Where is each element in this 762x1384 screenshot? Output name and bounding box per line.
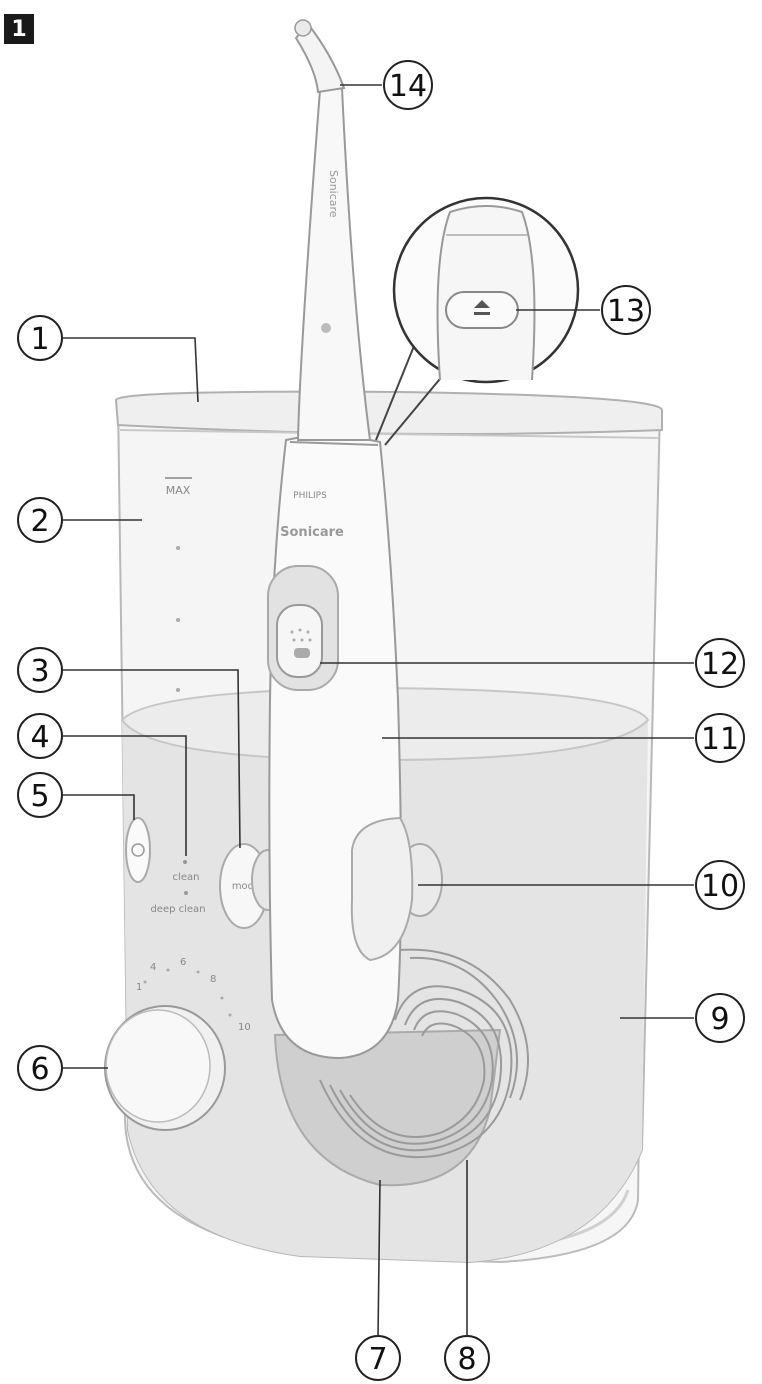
figure-number-badge: 1 <box>4 14 34 44</box>
dial-tick-label: 1 <box>136 982 142 993</box>
dial-tick-dot <box>143 980 147 984</box>
nozzle-model-label: Sonicare <box>327 170 340 218</box>
callout-7: 7 <box>355 1335 401 1381</box>
svg-text:3: 3 <box>30 654 49 689</box>
svg-text:12: 12 <box>701 647 739 682</box>
mode-indicator-deep-dot <box>184 891 188 895</box>
svg-text:10: 10 <box>701 869 739 904</box>
callout-4: 4 <box>17 713 63 759</box>
water-drop-icon <box>290 628 312 658</box>
mode-button-label: mode <box>232 881 260 892</box>
svg-text:4: 4 <box>30 720 49 755</box>
level-dot <box>176 618 180 622</box>
pressure-dial[interactable] <box>104 1005 226 1131</box>
svg-text:5: 5 <box>30 779 49 814</box>
dial-tick-dot <box>196 970 200 974</box>
dial-tick-dot <box>228 1013 232 1017</box>
callout-13: 13 <box>601 285 651 335</box>
level-dot <box>176 546 180 550</box>
rim-inner-line <box>119 429 659 439</box>
callout-8: 8 <box>444 1335 490 1381</box>
nozzle <box>294 19 346 94</box>
callout-leaders <box>63 84 694 1339</box>
callouts: 1 2 3 4 5 6 7 8 <box>17 60 745 1381</box>
dial-tick-dot <box>166 968 170 972</box>
svg-text:14: 14 <box>389 69 427 104</box>
svg-text:11: 11 <box>701 722 739 757</box>
callout-3: 3 <box>17 647 63 693</box>
max-label: MAX <box>166 484 191 497</box>
svg-text:13: 13 <box>607 294 645 329</box>
water-flow-button[interactable] <box>276 604 323 678</box>
handle-neck <box>296 86 372 441</box>
power-button[interactable] <box>125 817 151 883</box>
svg-text:1: 1 <box>30 322 49 357</box>
svg-text:7: 7 <box>368 1342 387 1377</box>
coiled-hose <box>319 948 529 1159</box>
callout-1: 1 <box>17 315 63 361</box>
dial-tick-label: 4 <box>150 962 156 973</box>
level-dot <box>176 688 180 692</box>
dial-tick-label: 8 <box>210 974 216 985</box>
dial-tick-dot <box>220 996 224 1000</box>
callout-14: 14 <box>383 60 433 110</box>
callout-5: 5 <box>17 772 63 818</box>
callout-6: 6 <box>17 1045 63 1091</box>
mode-indicator-clean-dot <box>183 860 187 864</box>
svg-text:9: 9 <box>710 1002 729 1037</box>
nozzle-tip-end <box>294 19 312 37</box>
power-icon <box>131 843 145 857</box>
handle-brand-label: PHILIPS <box>293 491 327 501</box>
callout-2: 2 <box>17 497 63 543</box>
dial-tick-label: 10 <box>238 1022 251 1033</box>
handle: PHILIPS Sonicare Sonicare <box>267 86 414 1060</box>
dial-tick-label: 6 <box>180 957 186 968</box>
magnifier-leader <box>375 345 415 441</box>
handle-model-label: Sonicare <box>280 525 344 540</box>
svg-text:8: 8 <box>457 1342 476 1377</box>
detail-magnifier <box>375 196 580 446</box>
callout-11: 11 <box>695 713 745 763</box>
svg-text:6: 6 <box>30 1052 49 1087</box>
svg-text:2: 2 <box>30 504 49 539</box>
mode-clean-label: clean <box>173 872 200 883</box>
handle-clip <box>350 816 414 962</box>
callout-9: 9 <box>695 993 745 1043</box>
callout-10: 10 <box>695 860 745 910</box>
callout-12: 12 <box>695 638 745 688</box>
nozzle-release-ring <box>289 441 379 446</box>
mode-deep-clean-label: deep clean <box>150 904 205 915</box>
nozzle-indicator-dot <box>321 323 331 333</box>
eject-icon <box>474 300 490 315</box>
nozzle-release-button[interactable] <box>445 291 519 329</box>
